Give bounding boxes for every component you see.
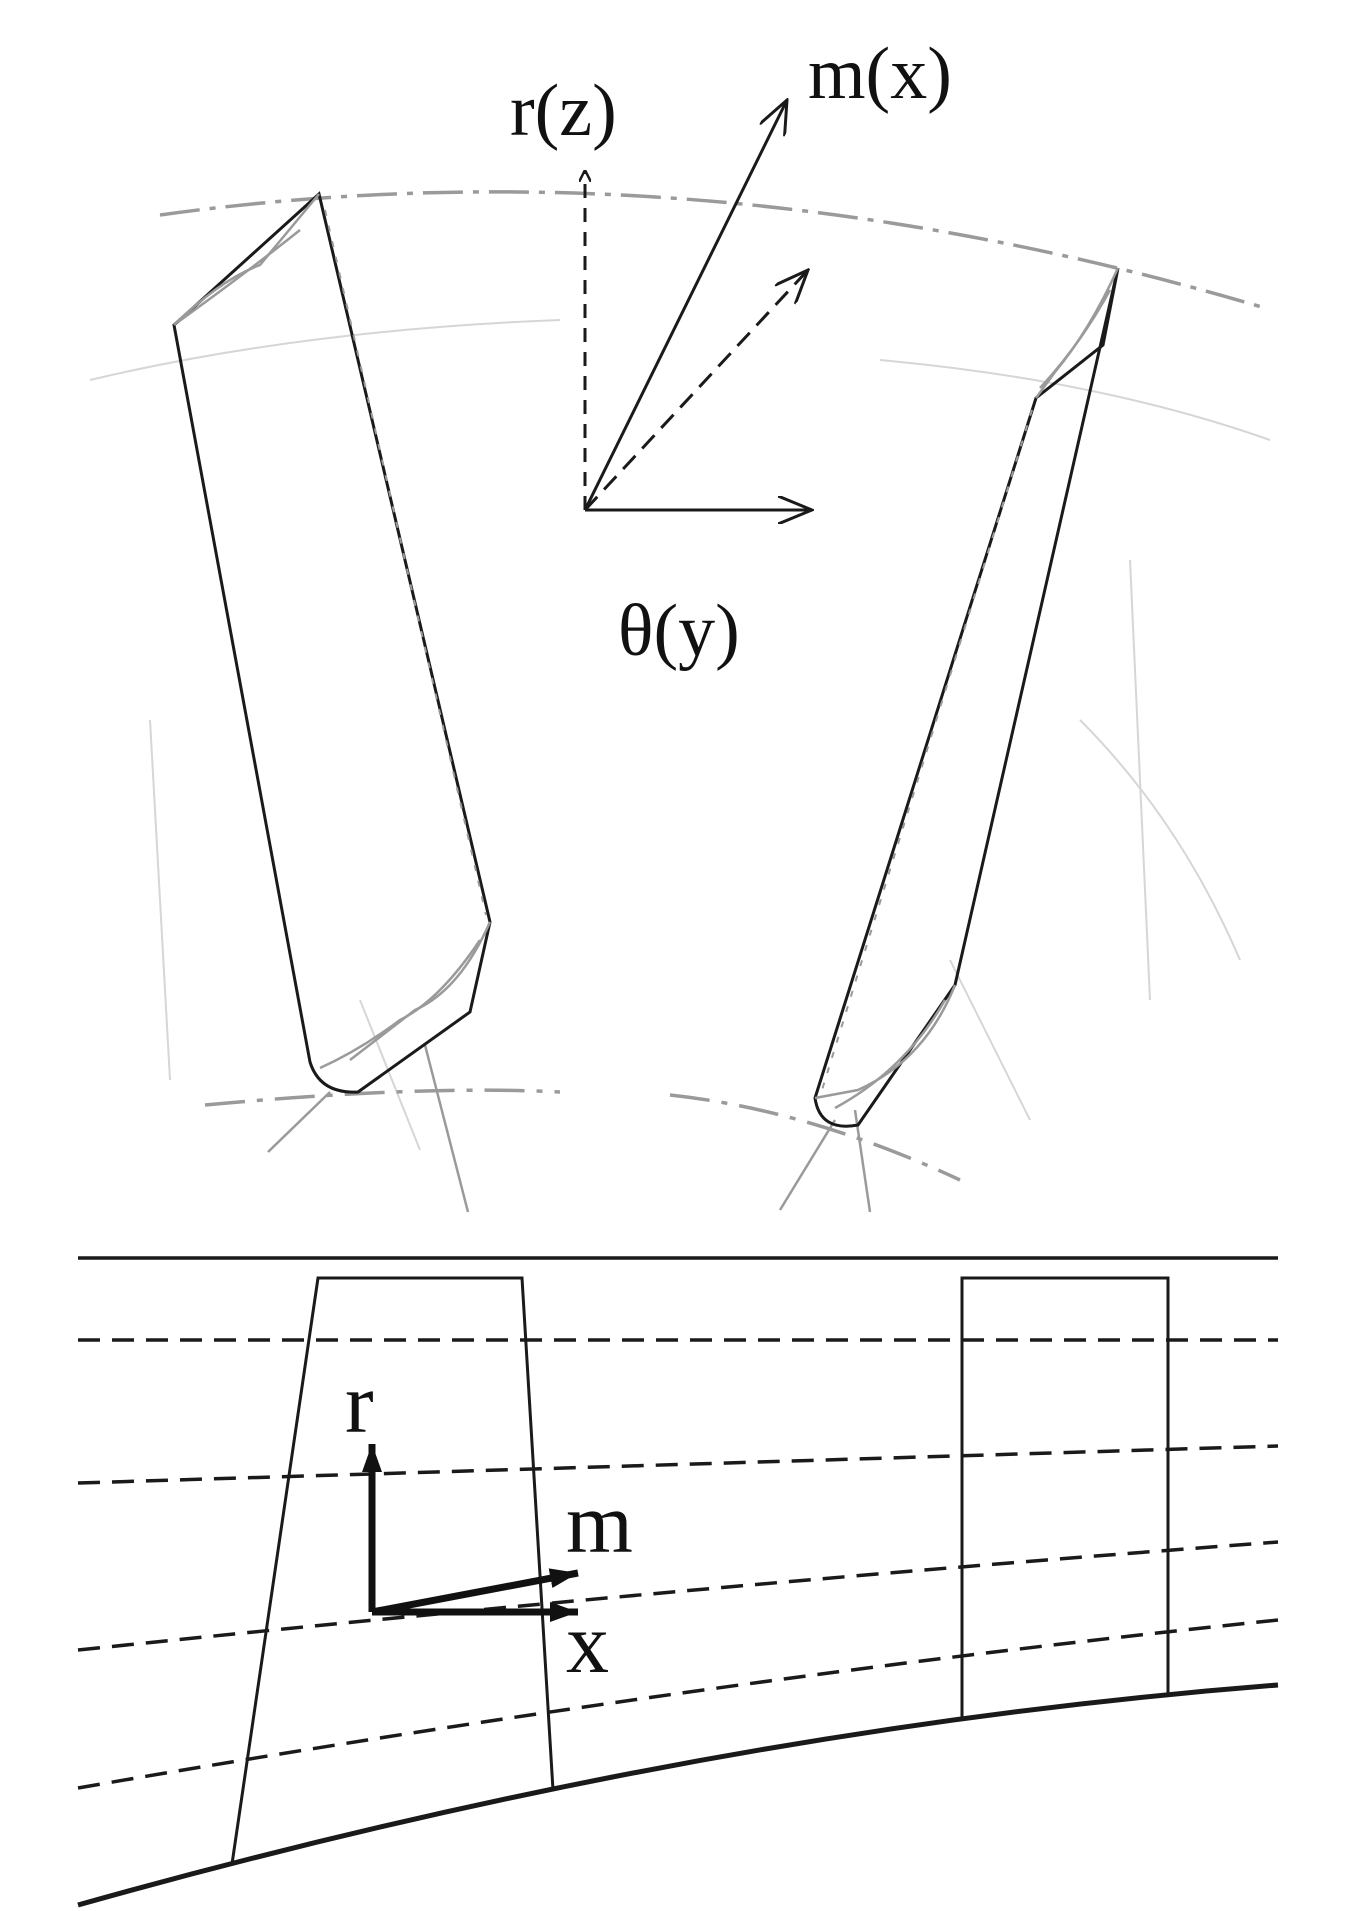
r-axis-label: r(z) (510, 70, 617, 152)
x-axis-label: x (566, 1595, 609, 1691)
x-projection-arrow (583, 270, 808, 512)
meridional-view: r m x (77, 1256, 1279, 1908)
rotor-blade-profile (230, 1276, 555, 1865)
hub-arc-right (669, 1093, 961, 1182)
m-axis-arrow (371, 1568, 579, 1616)
m-axis-arrow (583, 100, 787, 511)
background-construction-lines (89, 319, 1271, 1151)
m-axis-label: m(x) (808, 33, 952, 115)
hub-curve (77, 1682, 1279, 1908)
streamline (77, 1540, 1279, 1652)
streamlines (77, 1338, 1279, 1790)
r-axis-label: r (345, 1355, 374, 1451)
left-blade (172, 191, 492, 1094)
streamline (77, 1618, 1279, 1790)
right-blade (813, 267, 1120, 1128)
meridional-axes: r m x (345, 1355, 633, 1691)
theta-axis-label: θ(y) (618, 590, 740, 672)
stator-blade-profile (960, 1276, 1170, 1720)
hub-construction-lines (267, 1044, 872, 1213)
hub-arc-left (204, 1088, 561, 1107)
blade-to-blade-view: r(z) m(x) θ(y) (89, 33, 1271, 1213)
blade-to-blade-axes: r(z) m(x) θ(y) (510, 33, 952, 672)
streamline (77, 1444, 1279, 1485)
m-axis-label: m (566, 1475, 633, 1571)
